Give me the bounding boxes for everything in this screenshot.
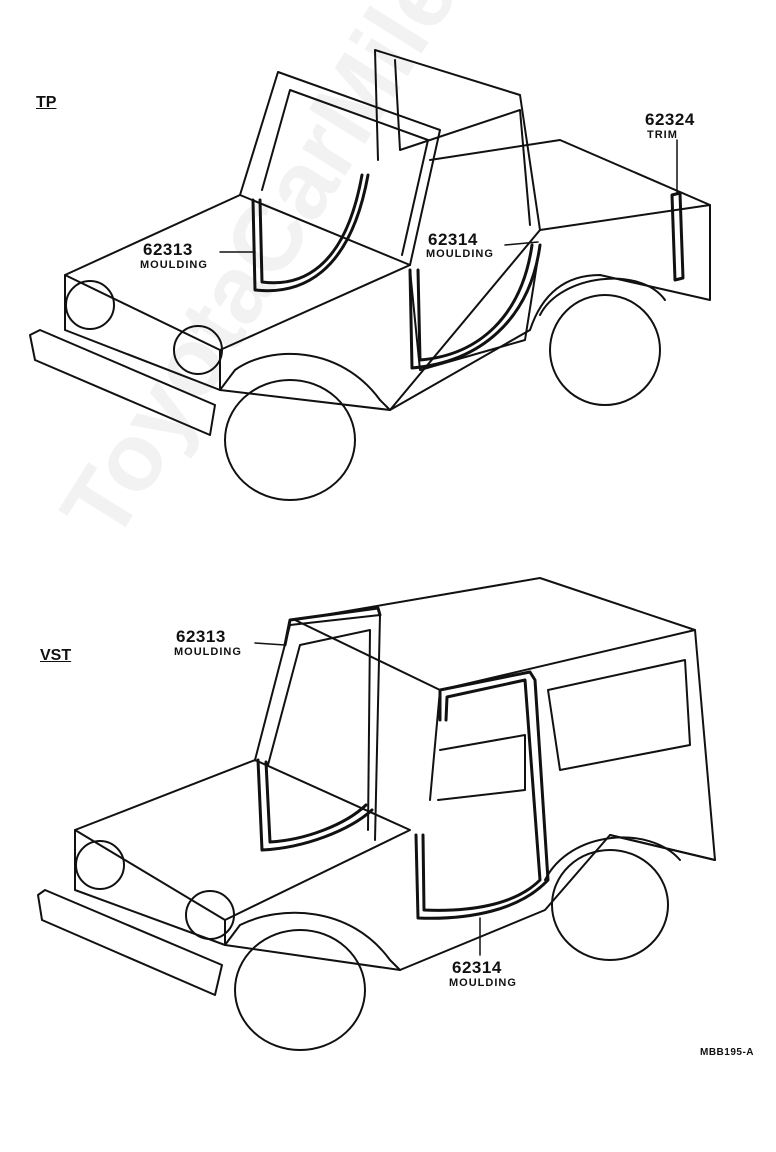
vst-part-desc-62313: MOULDING bbox=[174, 646, 242, 658]
vst-leader-lines bbox=[254, 642, 481, 956]
tp-part-number-62314: 62314 bbox=[428, 230, 478, 249]
tp-trim-62324-shape bbox=[670, 191, 685, 282]
tp-moulding-62314-shape bbox=[408, 243, 542, 370]
vst-moulding-62313-shape bbox=[256, 606, 382, 852]
variant-label-tp: TP bbox=[36, 94, 57, 111]
tp-part-desc-62324: TRIM bbox=[647, 129, 678, 141]
tp-part-desc-62313: MOULDING bbox=[140, 259, 208, 271]
tp-part-number-62324: 62324 bbox=[645, 110, 695, 129]
vst-part-desc-62314: MOULDING bbox=[449, 977, 517, 989]
variant-label-vst: VST bbox=[40, 647, 72, 664]
tp-leader-lines bbox=[219, 139, 678, 253]
tp-vehicle-body bbox=[29, 49, 711, 501]
vst-moulding-62314-shape bbox=[414, 670, 550, 920]
figure-code: MBB195-A bbox=[700, 1047, 755, 1058]
tp-moulding-62313-shape bbox=[251, 173, 370, 293]
vst-part-number-62313: 62313 bbox=[176, 627, 226, 646]
tp-part-number-62313: 62313 bbox=[143, 240, 193, 259]
vst-vehicle-body bbox=[37, 577, 716, 1051]
tp-part-desc-62314: MOULDING bbox=[426, 248, 494, 260]
vst-part-number-62314: 62314 bbox=[452, 958, 502, 977]
